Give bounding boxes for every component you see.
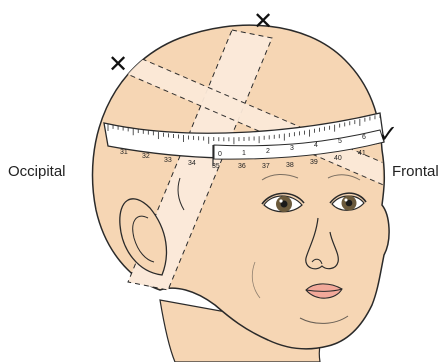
frontal-label: Frontal — [392, 163, 439, 180]
tape-number: 2 — [266, 148, 270, 155]
tape-number: 38 — [286, 162, 294, 169]
tape-number: 39 — [310, 159, 318, 166]
tape-number: 32 — [142, 153, 150, 160]
correct-mark: ✓ — [378, 120, 398, 148]
occipital-label: Occipital — [8, 163, 66, 180]
tape-number: 41 — [358, 150, 366, 157]
tape-number: 0 — [218, 151, 222, 158]
incorrect-mark-left: ✕ — [108, 50, 128, 78]
tape-number: 34 — [188, 160, 196, 167]
tape-number: 4 — [314, 142, 318, 149]
tape-number: 5 — [338, 138, 342, 145]
tape-number: 31 — [120, 149, 128, 156]
tape-number: 40 — [334, 155, 342, 162]
tape-number: 35 — [212, 163, 220, 170]
tape-number: 1 — [242, 150, 246, 157]
tape-number: 33 — [164, 157, 172, 164]
tape-number: 3 — [290, 145, 294, 152]
tape-number: 6 — [362, 134, 366, 141]
tape-number: 36 — [238, 163, 246, 170]
tape-number: 37 — [262, 163, 270, 170]
incorrect-mark-top: ✕ — [253, 7, 273, 35]
